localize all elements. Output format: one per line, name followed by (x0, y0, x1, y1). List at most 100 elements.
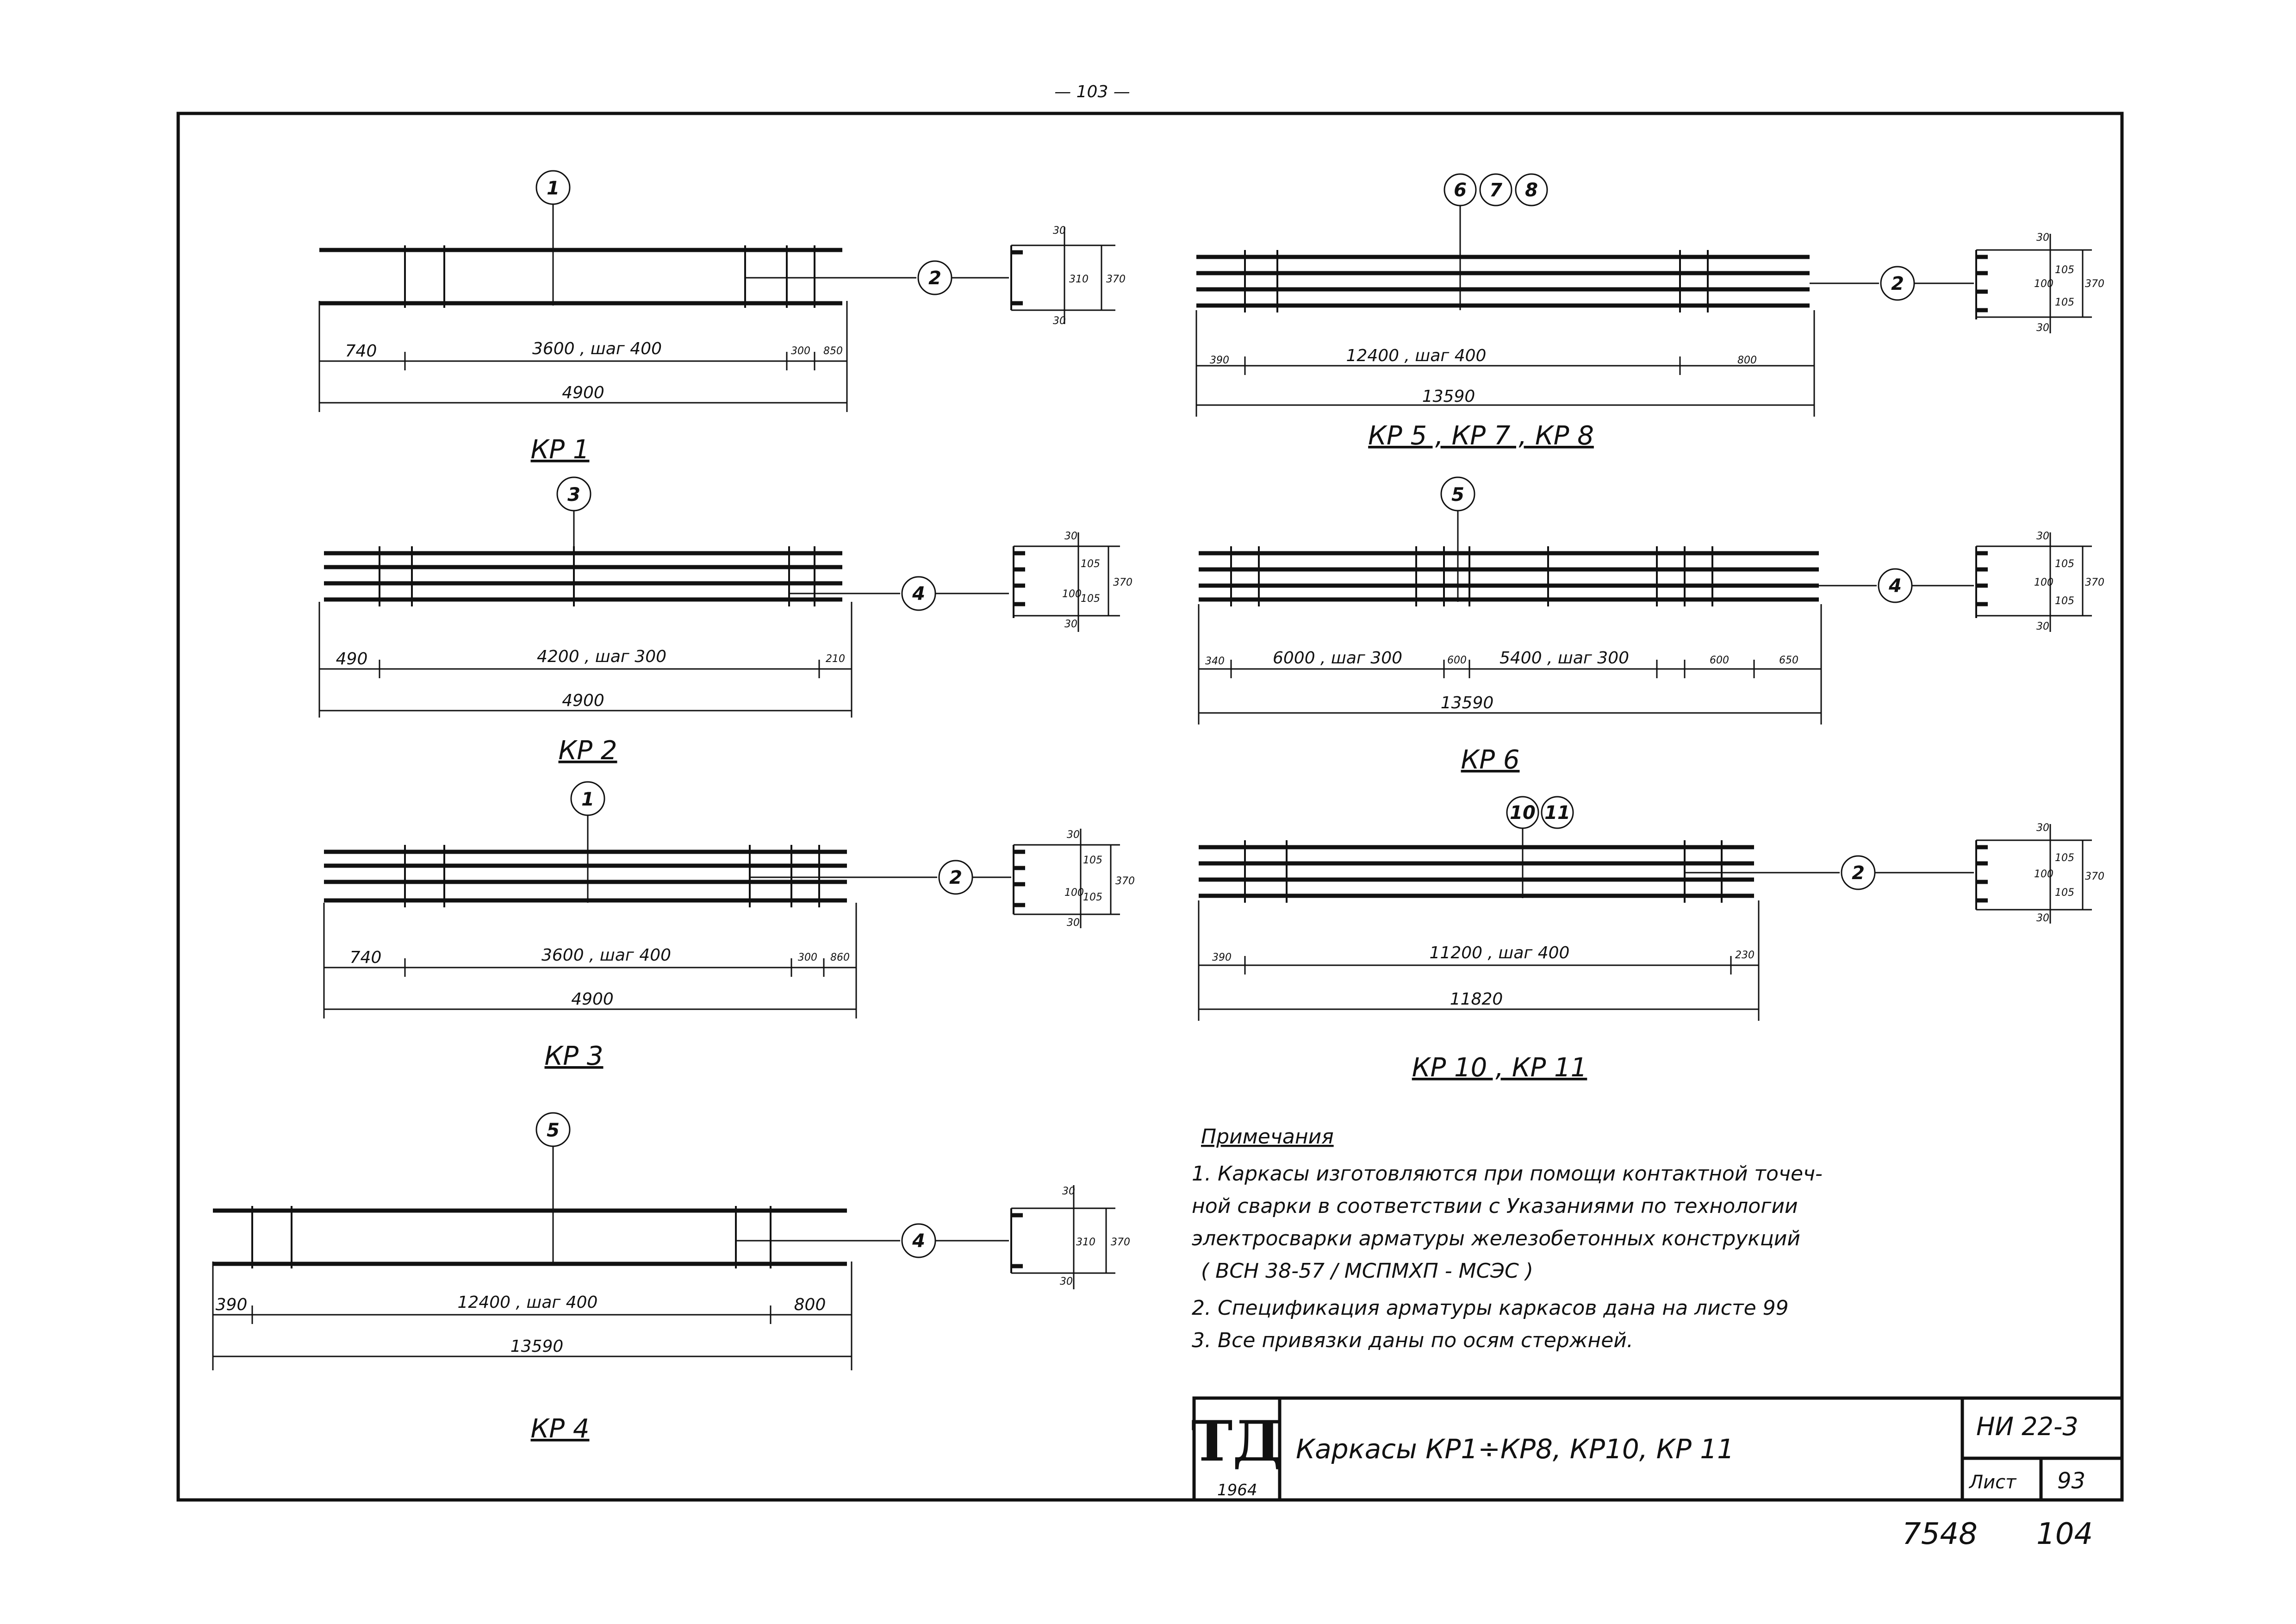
frame-title: КР 1 (531, 435, 590, 465)
drawing-title: Каркасы КР1÷КР8, КР10, КР 11 (1296, 1433, 1734, 1465)
dim: 310 (1069, 274, 1089, 285)
sheet-label: Лист (1968, 1472, 2017, 1493)
position-marker (556, 476, 591, 512)
dim: 370 (1111, 1237, 1130, 1248)
frame-kp6: 5 4 340 6000 , шаг 300 600 5400 , шаг 30… (1198, 476, 2104, 775)
dim: 210 (826, 653, 845, 665)
dim: 650 (1779, 655, 1798, 666)
dim: 12400 , шаг 400 (1346, 346, 1487, 365)
dim: 105 (2055, 264, 2074, 276)
dim: 370 (2085, 871, 2104, 882)
dim-total: 13590 (1441, 693, 1494, 712)
dim: 30 (2036, 322, 2049, 334)
position-marker (1515, 173, 1548, 206)
position-marker (535, 170, 571, 205)
dim: 340 (1205, 656, 1225, 667)
section-view: 30 310 30 370 (1010, 225, 1126, 327)
frame-title: КР 6 (1461, 745, 1520, 775)
dim: 105 (1081, 593, 1100, 605)
dim: 370 (1113, 577, 1132, 588)
dim: 800 (794, 1295, 826, 1314)
dim: 100 (1062, 588, 1082, 600)
dim: 30 (1062, 1186, 1075, 1197)
note-line: электросварки арматуры железобетонных ко… (1192, 1227, 1800, 1250)
frame-title: КР 3 (545, 1041, 604, 1071)
side-marker-label: 2 (949, 867, 962, 888)
marker-label: 7 (1489, 180, 1502, 201)
marker-label: 1 (547, 178, 560, 199)
dim: 310 (1076, 1237, 1095, 1248)
dim: 860 (830, 952, 850, 963)
marker-label: 5 (547, 1120, 560, 1141)
dim: 30 (1053, 225, 1066, 237)
position-marker (1479, 173, 1512, 206)
dim: 230 (1735, 949, 1755, 961)
dim: 740 (345, 342, 377, 361)
note-line: 3. Все привязки даны по осям стержней. (1192, 1329, 1633, 1352)
dim: 390 (216, 1295, 248, 1314)
dim: 105 (2055, 297, 2074, 308)
marker-label: 3 (567, 484, 580, 506)
dim: 105 (1083, 892, 1102, 903)
dim: 105 (1083, 855, 1102, 866)
frame-kp4: 5 4 390 12400 , шаг 400 800 13590 КР 4 3… (212, 1112, 1130, 1444)
note-line: ( ВСН 38-57 / МСПМХП - МСЭС ) (1201, 1259, 1533, 1283)
dim: 740 (350, 948, 382, 967)
frame-kp1: 1 2 740 3600 , шаг 400 300 850 4900 КР 1… (318, 170, 1126, 465)
marker-label: 1 (581, 789, 594, 810)
side-marker-label: 4 (912, 1230, 925, 1252)
dim-total: 13590 (510, 1337, 564, 1356)
dim: 30 (2036, 822, 2049, 834)
dim: 370 (2085, 577, 2104, 588)
marker-label: 5 (1451, 484, 1464, 506)
side-marker-label: 4 (912, 583, 925, 605)
dim: 30 (2036, 232, 2049, 244)
dim: 490 (336, 650, 368, 668)
section-view: 30 105 100 105 30 370 (1975, 232, 2104, 334)
dim: 30 (1064, 531, 1077, 542)
section-view: 30 310 30 370 (1010, 1185, 1130, 1289)
dim: 300 (791, 345, 810, 357)
bottom-number-right: 104 (2036, 1517, 2093, 1551)
section-view: 30 105 100 105 30 370 (1975, 531, 2104, 632)
dim: 105 (1081, 558, 1100, 570)
dim: 105 (2055, 887, 2074, 899)
side-marker-label: 2 (928, 268, 941, 289)
section-view: 30 100 105 105 30 370 (1013, 531, 1132, 632)
dim: 370 (1106, 274, 1126, 285)
frame-kp2: 3 4 490 4200 , шаг 300 210 4900 КР 2 30 … (318, 476, 1132, 766)
section-view: 30 100 105 105 30 370 (1013, 829, 1135, 929)
frame-kp5-kp7-kp8: 6 7 8 2 390 12400 , шаг 400 800 13590 КР… (1195, 173, 2104, 451)
dim: 30 (2036, 912, 2049, 924)
dim-total: 4900 (562, 691, 604, 710)
position-marker (570, 781, 605, 816)
dim: 105 (2055, 595, 2074, 607)
note-line: 1. Каркасы изготовляются при помощи конт… (1192, 1162, 1823, 1186)
dim: 100 (1064, 887, 1084, 899)
side-marker-label: 2 (1891, 273, 1904, 294)
dim: 300 (798, 952, 817, 963)
dim: 30 (1053, 315, 1066, 327)
frame-kp3: 1 2 740 3600 , шаг 400 300 860 4900 КР 3… (323, 781, 1135, 1071)
marker-label: 6 (1454, 180, 1467, 201)
dim: 390 (1210, 355, 1229, 366)
position-marker (1444, 173, 1477, 206)
note-line: ной сварки в соответствии с Указаниями п… (1192, 1194, 1798, 1218)
dim: 30 (1067, 829, 1080, 841)
dim: 370 (2085, 278, 2104, 290)
drawing-code: НИ 22-3 (1976, 1412, 2078, 1441)
dim: 390 (1212, 952, 1232, 963)
sheet-number: 93 (2057, 1468, 2085, 1494)
note-line: 2. Спецификация арматуры каркасов дана н… (1192, 1296, 1789, 1320)
dim: 100 (2034, 868, 2053, 880)
dim: 3600 , шаг 400 (541, 946, 671, 965)
dim: 5400 , шаг 300 (1500, 649, 1629, 668)
dim: 600 (1447, 655, 1467, 666)
dim: 11200 , шаг 400 (1430, 943, 1570, 962)
dim: 12400 , шаг 400 (458, 1293, 598, 1312)
dim: 3600 , шаг 400 (532, 339, 662, 358)
frame-kp10-kp11: 10 11 2 390 11200 , шаг 400 230 11820 КР… (1198, 796, 2104, 1083)
dim-total: 11820 (1450, 990, 1503, 1009)
side-marker-label: 2 (1852, 862, 1865, 884)
